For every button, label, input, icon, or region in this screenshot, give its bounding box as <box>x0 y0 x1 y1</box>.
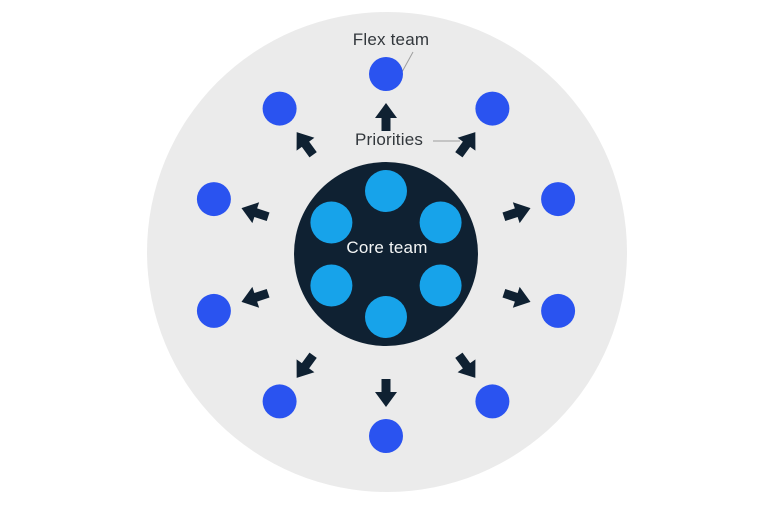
priority-outward-arrow <box>241 286 270 308</box>
core-team-member-dot <box>365 170 407 212</box>
flex-team-member-dot <box>262 91 297 126</box>
flex-team-label: Flex team <box>352 29 430 49</box>
core-team-label: Core team <box>346 237 428 257</box>
priority-outward-arrow <box>375 379 397 407</box>
core-team-member-dot <box>310 201 353 244</box>
flex-team-member-dot <box>475 384 510 419</box>
flex-team-member-dot <box>196 182 231 217</box>
priority-outward-arrow <box>455 352 476 378</box>
priorities-label: Priorities <box>354 129 424 149</box>
flex-team-member-dot <box>541 293 576 328</box>
flex-team-member-dot <box>369 57 403 91</box>
priority-outward-arrow <box>502 286 531 308</box>
flex-team-member-dot <box>369 419 403 453</box>
priority-outward-arrow <box>502 202 531 224</box>
priority-outward-arrow <box>241 202 270 224</box>
core-team-member-dot <box>310 264 353 307</box>
flex-team-member-dot <box>262 384 297 419</box>
flex-team-pointer-line <box>401 51 414 73</box>
core-team-member-dot <box>365 296 407 338</box>
flex-team-member-dot <box>196 293 231 328</box>
priority-outward-arrow <box>455 132 476 158</box>
core-team-member-dot <box>419 201 462 244</box>
priority-outward-arrow <box>375 103 397 131</box>
priority-outward-arrow <box>296 352 317 378</box>
priority-outward-arrow <box>296 132 317 158</box>
flex-team-member-dot <box>541 182 576 217</box>
core-team-member-dot <box>419 264 462 307</box>
flex-team-member-dot <box>475 91 510 126</box>
